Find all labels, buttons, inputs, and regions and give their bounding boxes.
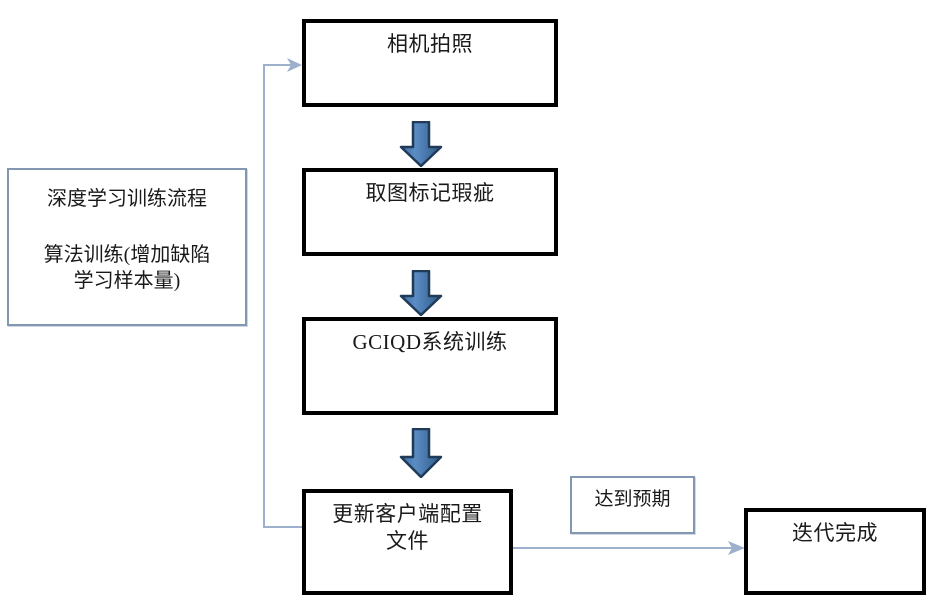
feedback-loop-bottom-segment — [263, 526, 304, 528]
feedback-loop-vertical-line — [263, 64, 265, 528]
arrow-down-icon-3 — [398, 428, 444, 478]
training-process-panel: 深度学习训练流程 算法训练(增加缺陷 学习样本量) — [7, 168, 247, 326]
node-update-client-config: 更新客户端配置 文件 — [302, 489, 513, 595]
node-gciqd-training: GCIQD系统训练 — [302, 317, 558, 415]
node-mark-defects-label: 取图标记瑕疵 — [365, 181, 495, 205]
arrow-down-icon-2 — [398, 270, 444, 316]
label-expected-result: 达到预期 — [570, 476, 695, 534]
node-camera-capture: 相机拍照 — [302, 19, 558, 107]
node-camera-capture-label: 相机拍照 — [387, 32, 473, 56]
feedback-loop-arrowhead — [286, 56, 304, 74]
panel-detail-line: 算法训练(增加缺陷 学习样本量) — [43, 244, 211, 292]
node-mark-defects: 取图标记瑕疵 — [302, 168, 558, 256]
label-expected-result-text: 达到预期 — [594, 489, 671, 510]
panel-title-line: 深度学习训练流程 — [47, 188, 207, 210]
node-iteration-complete-label: 迭代完成 — [792, 521, 878, 545]
node-gciqd-training-label: GCIQD系统训练 — [352, 330, 508, 354]
feedback-loop-top-segment — [263, 64, 291, 66]
node-update-client-config-label: 更新客户端配置 文件 — [332, 502, 483, 553]
connector-update-to-done — [513, 547, 735, 549]
connector-update-to-done-arrowhead — [727, 539, 747, 557]
arrow-down-icon-1 — [398, 121, 444, 167]
node-iteration-complete: 迭代完成 — [744, 508, 926, 595]
